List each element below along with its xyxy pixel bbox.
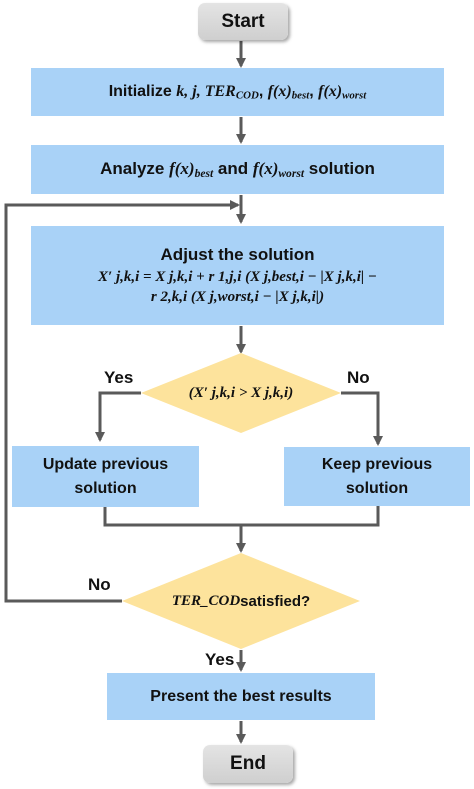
start-terminal: Start	[198, 3, 288, 40]
analyze-step: Analyze f(x)best and f(x)worst solution	[31, 145, 444, 194]
start-label: Start	[221, 10, 265, 32]
adjust-equation-line1: X′ j,k,i = X j,k,i + r 1,j,i (X j,best,i…	[97, 268, 378, 285]
end-label: End	[230, 753, 266, 774]
yes-label-decision2: Yes	[205, 650, 235, 669]
decision-ter-diamond	[122, 553, 360, 649]
keep-merge-line	[241, 506, 380, 527]
arrow-yes-to-update	[95, 391, 141, 442]
adjust-title: Adjust the solution	[160, 244, 315, 264]
decision-compare-text: (X′ j,k,i > X j,k,i)	[188, 384, 294, 401]
present-step: Present the best results	[107, 673, 375, 720]
initialize-label: Initialize k, j, TERCOD, f(x)best, f(x)w…	[108, 82, 367, 102]
update-merge-line	[103, 507, 241, 527]
end-terminal: End	[203, 745, 293, 783]
no-label-decision2: No	[88, 575, 111, 594]
keep-label-line2: solution	[345, 479, 409, 497]
yes-label-decision1: Yes	[104, 368, 134, 387]
initialize-step: Initialize k, j, TERCOD, f(x)best, f(x)w…	[31, 68, 444, 116]
keep-label-line1: Keep previous	[321, 455, 433, 473]
no-label-decision1: No	[347, 368, 370, 387]
update-label-line2: solution	[74, 479, 137, 497]
adjust-step: Adjust the solution X′ j,k,i = X j,k,i +…	[31, 226, 444, 325]
present-label: Present the best results	[150, 687, 332, 705]
update-label-line1: Update previous	[42, 455, 169, 473]
analyze-label: Analyze f(x)best and f(x)worst solution	[100, 159, 375, 180]
keep-step: Keep previous solution	[284, 447, 470, 506]
update-step: Update previous solution	[12, 446, 199, 507]
arrow-no-loop-back	[4, 200, 240, 603]
decision-compare-diamond	[141, 353, 341, 433]
decision-ter-text: TER_COD satisfied?	[171, 592, 311, 610]
arrow-no-to-keep	[341, 391, 383, 446]
adjust-equation-line2: r 2,k,i (X j,worst,i − |X j,k,i|)	[150, 288, 325, 305]
